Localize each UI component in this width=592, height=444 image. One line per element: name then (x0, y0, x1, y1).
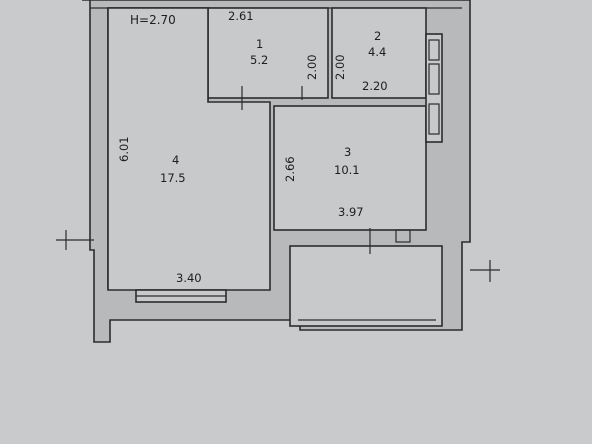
dim-top-width: 2.61 (228, 9, 254, 23)
room-3-shape (273, 105, 427, 231)
room-4-shape (107, 7, 271, 291)
room-2-area: 4.4 (368, 45, 386, 59)
dim-room4-height: 6.01 (117, 136, 131, 162)
window-right-stack (425, 33, 443, 143)
ceiling-height-label: H=2.70 (130, 13, 176, 27)
dim-room2-width: 2.20 (362, 79, 388, 93)
dim-room3-height: 2.66 (283, 156, 297, 182)
door-marks (56, 86, 500, 282)
balcony-shape (289, 245, 443, 327)
room-2-shape (331, 7, 427, 99)
dim-room2-height: 2.00 (333, 54, 347, 80)
room-4-number: 4 (172, 153, 179, 167)
room-1-number: 1 (256, 37, 263, 51)
room-3-area: 10.1 (334, 163, 360, 177)
room-1-area: 5.2 (250, 53, 268, 67)
room-4-area: 17.5 (160, 171, 186, 185)
dim-room1-height: 2.00 (305, 54, 319, 80)
dim-room3-width: 3.97 (338, 205, 364, 219)
window-bottom (135, 289, 227, 303)
room-2-number: 2 (374, 29, 381, 43)
dim-room4-width: 3.40 (176, 271, 202, 285)
room-3-number: 3 (344, 145, 351, 159)
